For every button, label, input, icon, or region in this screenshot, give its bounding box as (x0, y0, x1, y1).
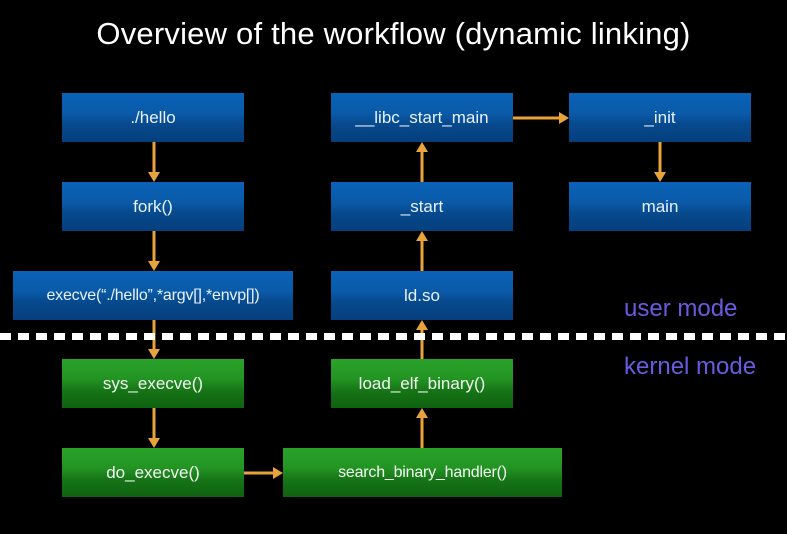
node-label-hello: ./hello (130, 107, 176, 127)
node-libc_start_main: __libc_start_main (331, 93, 513, 142)
node-label-load_elf_binary: load_elf_binary() (358, 373, 486, 393)
arrow-ldso-to-start (415, 231, 429, 271)
arrow-head-icon (416, 142, 428, 152)
node-start: _start (331, 182, 513, 231)
arrow-search-to-load-elf (415, 408, 429, 448)
arrow-head-icon (148, 261, 160, 271)
arrow-head-icon (148, 172, 160, 182)
arrow-shaft (152, 142, 156, 173)
arrow-hello-to-fork (147, 142, 161, 182)
node-execve: execve(“./hello”,*argv[],*envp[]) (13, 271, 293, 320)
node-label-main: main (641, 196, 679, 216)
arrow-load-elf-to-ldso (415, 320, 429, 359)
arrow-head-icon (148, 438, 160, 448)
arrow-shaft (420, 151, 424, 182)
user-mode-label: user mode (624, 295, 738, 322)
arrow-shaft (152, 408, 156, 439)
arrow-head-icon (416, 320, 428, 330)
arrow-head-icon (559, 112, 569, 124)
arrow-head-icon (273, 467, 283, 479)
node-label-start: _start (400, 196, 444, 216)
user-kernel-divider (0, 333, 787, 340)
node-fork: fork() (62, 182, 244, 231)
node-ld_so: ld.so (331, 271, 513, 320)
arrow-head-icon (416, 408, 428, 418)
arrow-libc-start-main-to-init (513, 111, 569, 125)
arrow-shaft (513, 116, 560, 120)
node-search_binary_handler: search_binary_handler() (283, 448, 562, 497)
arrow-shaft (658, 142, 662, 173)
node-do_execve: do_execve() (62, 448, 244, 497)
node-hello: ./hello (62, 93, 244, 142)
arrow-sys-execve-to-do-execve (147, 408, 161, 448)
arrow-shaft (420, 329, 424, 359)
arrow-do-execve-to-search (244, 466, 283, 480)
node-label-do_execve: do_execve() (106, 462, 200, 482)
arrow-head-icon (654, 172, 666, 182)
node-label-sys_execve: sys_execve() (102, 373, 204, 393)
arrow-shaft (420, 240, 424, 271)
node-label-libc_start_main: __libc_start_main (355, 107, 489, 127)
node-label-fork: fork() (133, 196, 173, 216)
kernel-mode-label: kernel mode (624, 353, 757, 380)
arrow-fork-to-execve (147, 231, 161, 271)
arrow-shaft (420, 417, 424, 448)
node-label-search_binary_handler: search_binary_handler() (338, 463, 507, 481)
arrow-shaft (244, 471, 274, 475)
node-label-execve: execve(“./hello”,*argv[],*envp[]) (46, 286, 260, 304)
node-load_elf_binary: load_elf_binary() (331, 359, 513, 408)
arrow-start-to-libc-start-main (415, 142, 429, 182)
node-init: _init (569, 93, 751, 142)
arrow-head-icon (416, 231, 428, 241)
arrow-shaft (152, 231, 156, 262)
arrow-init-to-main (653, 142, 667, 182)
arrow-head-icon (148, 349, 160, 359)
node-main: main (569, 182, 751, 231)
node-label-init: _init (644, 107, 676, 127)
page-title: Overview of the workflow (dynamic linkin… (96, 16, 691, 51)
node-sys_execve: sys_execve() (62, 359, 244, 408)
node-label-ld_so: ld.so (404, 285, 440, 305)
